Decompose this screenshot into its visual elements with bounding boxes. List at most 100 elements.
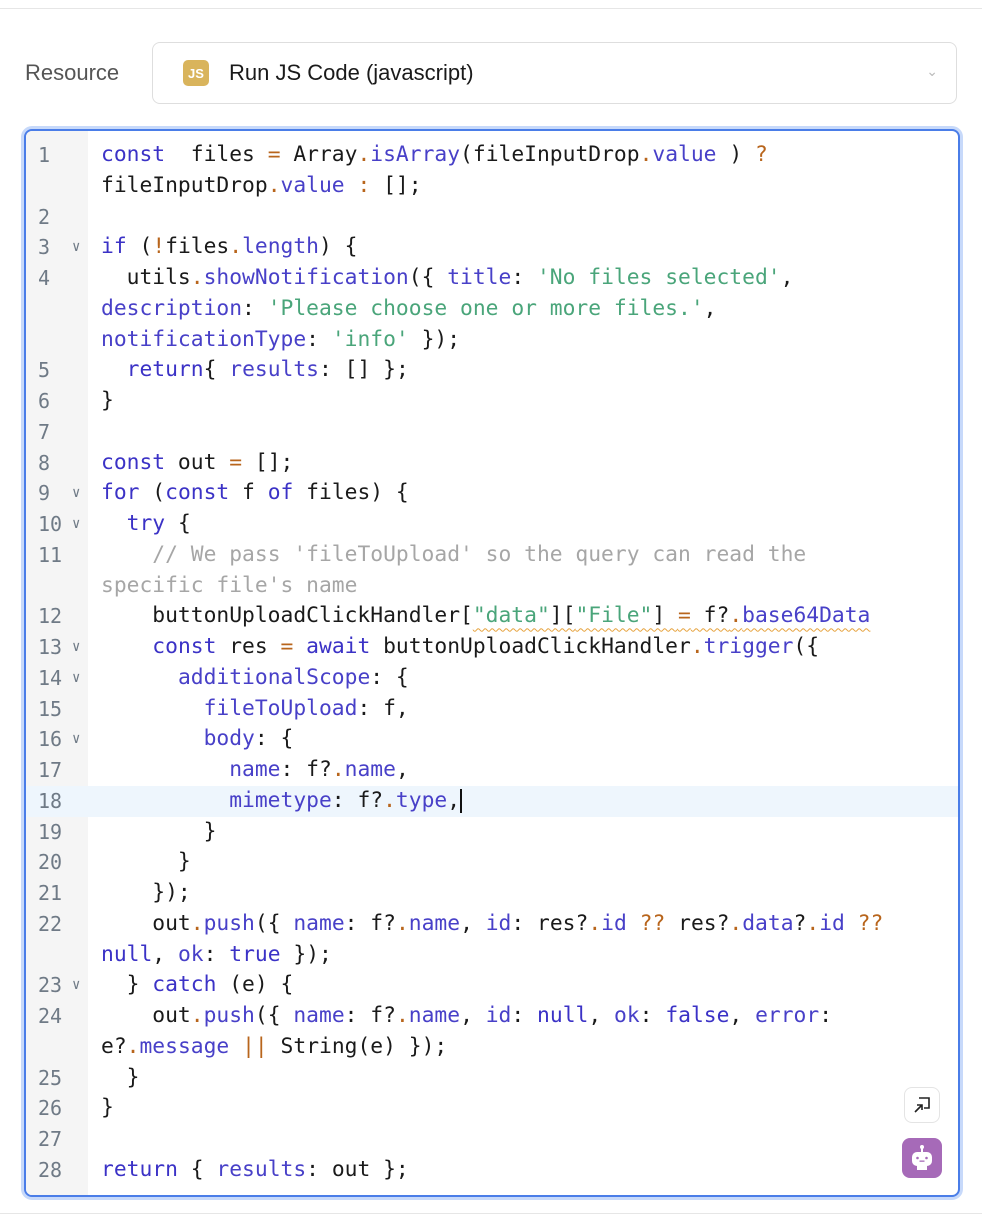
code-token: : res? (511, 910, 589, 936)
code-token: ({ (254, 910, 294, 936)
code-line[interactable]: 21 }); (26, 878, 958, 909)
code-line[interactable]: 13∨ const res = await buttonUploadClickH… (26, 632, 958, 663)
code-token: const (152, 634, 217, 659)
code-line[interactable]: 16∨ body: { (26, 724, 958, 755)
code-line[interactable]: 22 out.push({ name: f?.name, id: res?.id… (26, 909, 958, 940)
code-token: : f? (280, 757, 332, 782)
code-token: body (203, 726, 255, 752)
code-token: catch (152, 972, 217, 998)
line-number: 1 (38, 143, 51, 167)
code-token: null (537, 1003, 589, 1028)
code-line[interactable]: 11 // We pass 'fileToUpload' so the quer… (26, 540, 958, 571)
code-line[interactable]: 19 } (26, 817, 958, 848)
code-token: name (229, 757, 281, 782)
fold-chevron-icon[interactable]: ∨ (72, 485, 81, 502)
line-number: 7 (38, 419, 51, 444)
code-line[interactable]: e?.message || String(e) }); (26, 1032, 958, 1063)
code-line[interactable]: specific file's name (26, 571, 958, 602)
code-token: , (729, 1003, 756, 1028)
line-number-cell: 12 (26, 601, 88, 632)
code-line[interactable]: 4 utils.showNotification({ title: 'No fi… (26, 263, 958, 294)
code-line[interactable]: 20 } (26, 847, 958, 878)
code-line[interactable]: 9∨for (const f of files) { (26, 478, 958, 509)
code-token: : { (254, 726, 294, 752)
code-line[interactable]: 18 mimetype: f?.type, (26, 785, 958, 817)
code-line[interactable]: 7 (26, 417, 958, 448)
expand-editor-button[interactable] (904, 1087, 940, 1123)
fold-chevron-icon[interactable]: ∨ (72, 239, 81, 256)
code-token: e? (101, 1033, 127, 1059)
code-line[interactable]: 15 fileToUpload: f, (26, 694, 958, 725)
resource-label: Resource (25, 60, 120, 85)
code-line[interactable]: 3∨if (!files.length) { (26, 232, 958, 263)
code-line[interactable]: description: 'Please choose one or more … (26, 294, 958, 325)
ai-assistant-button[interactable] (902, 1138, 942, 1178)
code-line[interactable]: 12 buttonUploadClickHandler["data"]["Fil… (26, 601, 958, 632)
code-token: 'No files selected' (536, 265, 781, 290)
code-token: ({ (254, 1003, 294, 1028)
code-token: id (485, 1003, 512, 1028)
code-line[interactable]: 23∨ } catch (e) { (26, 970, 958, 1001)
line-number: 9 (38, 481, 51, 506)
line-number-cell: 17 (26, 755, 88, 786)
code-line[interactable]: notificationType: 'info' }); (26, 325, 958, 356)
code-token: true (229, 941, 281, 967)
line-number-cell: 3∨ (26, 232, 88, 263)
code-token: name (408, 1003, 461, 1028)
line-number: 10 (38, 512, 63, 536)
code-line[interactable]: 24 out.push({ name: f?.name, id: null, o… (26, 1001, 958, 1032)
code-token: : [] }; (319, 357, 409, 383)
code-token: files) { (293, 480, 409, 506)
code-token: } (101, 818, 217, 844)
code-token: await (306, 634, 371, 659)
code-token: } (101, 972, 153, 998)
code-token: id (601, 910, 627, 936)
code-line[interactable]: fileInputDrop.value : []; (26, 171, 958, 202)
code-token: description (101, 295, 243, 321)
fold-chevron-icon[interactable]: ∨ (72, 669, 81, 686)
line-number-cell (26, 940, 88, 971)
line-number-cell: 22 (26, 909, 88, 940)
line-number: 24 (38, 1004, 63, 1028)
line-number-cell: 10 ∨ (26, 509, 88, 540)
code-token: . (690, 634, 704, 659)
code-text: additionalScope: { (101, 663, 409, 694)
code-token: res (216, 634, 281, 659)
fold-chevron-icon[interactable]: ∨ (72, 731, 81, 748)
code-token: . (190, 265, 204, 290)
code-token: utils (101, 265, 191, 290)
fold-chevron-icon[interactable]: ∨ (72, 639, 81, 655)
code-line[interactable]: 6} (26, 386, 958, 417)
code-line[interactable]: 2 (26, 202, 958, 233)
expand-icon (914, 1097, 930, 1113)
code-token: type (395, 787, 448, 813)
code-token: mimetype (229, 787, 332, 813)
line-number: 4 (38, 266, 51, 290)
resource-select[interactable]: JS Run JS Code (javascript) ⌄ (152, 42, 957, 104)
line-number-cell: 6 (26, 386, 88, 417)
fold-chevron-icon[interactable]: ∨ (72, 516, 81, 532)
code-token: // We pass 'fileToUpload' so the query c… (152, 541, 807, 567)
code-line[interactable]: null, ok: true }); (26, 940, 958, 971)
code-line[interactable]: 5 return{ results: [] }; (26, 355, 958, 386)
fold-chevron-icon[interactable]: ∨ (72, 977, 81, 994)
code-line[interactable]: 14∨ additionalScope: { (26, 663, 958, 694)
line-number-cell: 23∨ (26, 970, 88, 1001)
code-line[interactable]: 25 } (26, 1063, 958, 1094)
code-line[interactable]: 10∨ try { (26, 509, 958, 540)
line-number: 21 (38, 881, 63, 905)
code-text: specific file's name (101, 571, 357, 602)
code-line[interactable]: 27 (26, 1124, 958, 1155)
code-line[interactable]: 26} (26, 1093, 958, 1124)
code-token: name (293, 1003, 345, 1028)
line-number-cell: 21 (26, 878, 88, 909)
code-line[interactable]: 17 name: f?.name, (26, 755, 958, 786)
line-number-cell: 15 (26, 694, 88, 725)
code-token: ) { (319, 234, 358, 260)
code-text: return { results: out }; (101, 1155, 409, 1186)
